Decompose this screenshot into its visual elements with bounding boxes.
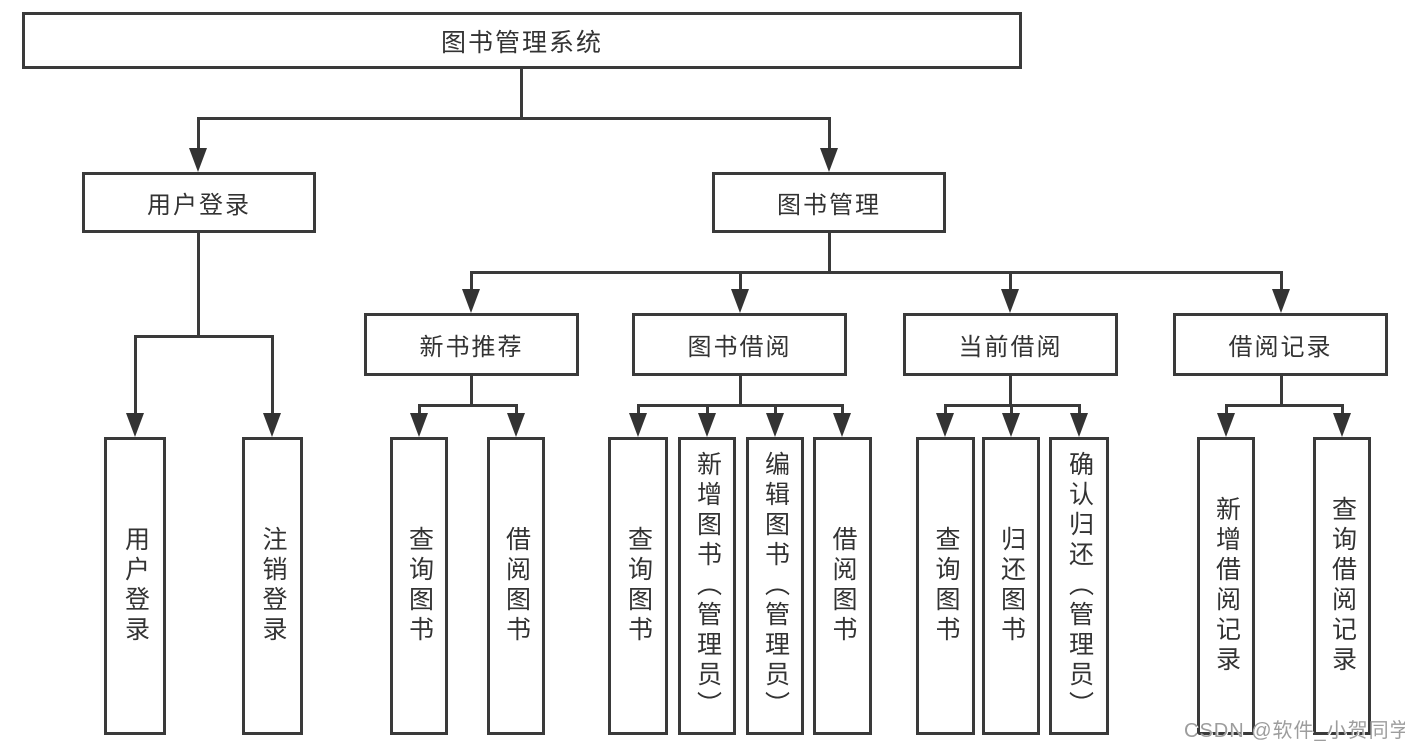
leaf-add-borrow-record: 新增借阅记录	[1197, 437, 1255, 735]
node-label: 图书管理	[777, 192, 881, 219]
connector-line	[197, 233, 200, 338]
leaf-edit-book-admin: 编辑图书（管理员）	[746, 437, 804, 735]
node-label: 新增借阅记录	[1212, 496, 1241, 676]
node-label: 查询图书	[405, 526, 434, 646]
node-new-book-recommendation: 新书推荐	[364, 313, 579, 376]
connector-line	[706, 404, 709, 415]
arrow-down-icon	[820, 148, 838, 172]
arrow-down-icon	[936, 413, 954, 437]
node-borrowing-records: 借阅记录	[1173, 313, 1388, 376]
leaf-logout-login: 注销登录	[242, 437, 303, 735]
connector-line	[1009, 271, 1012, 291]
node-label: 用户登录	[147, 192, 251, 219]
arrow-down-icon	[462, 289, 480, 313]
node-label: 新增图书（管理员）	[693, 451, 722, 721]
leaf-query-borrow-record: 查询借阅记录	[1313, 437, 1371, 735]
node-label: 编辑图书（管理员）	[761, 451, 790, 721]
connector-line	[1010, 404, 1013, 415]
connector-line	[1078, 404, 1081, 415]
connector-line	[470, 376, 473, 407]
node-label: 借阅图书	[829, 526, 857, 646]
node-label: 图书管理系统	[440, 28, 603, 57]
connector-line	[1280, 271, 1283, 291]
connector-line	[1341, 404, 1344, 415]
connector-line	[418, 404, 421, 415]
node-label: 注销登录	[259, 526, 287, 646]
leaf-borrow-books-recommend: 借阅图书	[487, 437, 545, 735]
connector-line	[1009, 376, 1012, 407]
arrow-down-icon	[629, 413, 647, 437]
arrow-down-icon	[1001, 289, 1019, 313]
arrow-down-icon	[1217, 413, 1235, 437]
arrow-down-icon	[507, 413, 525, 437]
connector-line	[197, 117, 200, 150]
leaf-user-login: 用户登录	[104, 437, 166, 735]
node-label: 当前借阅	[958, 334, 1063, 361]
connector-line	[944, 404, 947, 415]
connector-line	[520, 68, 523, 119]
arrow-down-icon	[1333, 413, 1351, 437]
arrow-down-icon	[1272, 289, 1290, 313]
connector-line	[134, 335, 137, 413]
connector-line	[739, 376, 742, 407]
connector-line	[739, 271, 742, 291]
connector-line	[637, 404, 844, 407]
connector-line	[418, 404, 518, 407]
connector-line	[134, 335, 274, 338]
node-label: 借阅图书	[502, 526, 531, 646]
node-label: 用户登录	[121, 526, 150, 646]
leaf-add-book-admin: 新增图书（管理员）	[678, 437, 736, 735]
connector-line	[271, 335, 274, 413]
arrow-down-icon	[766, 413, 784, 437]
node-label: 归还图书	[997, 526, 1026, 646]
node-label: 新书推荐	[419, 334, 524, 361]
watermark: CSDN @软件_小贺同学	[1184, 720, 1405, 742]
connector-line	[197, 117, 831, 120]
node-label: 确认归还（管理员）	[1065, 451, 1094, 721]
arrow-down-icon	[731, 289, 749, 313]
leaf-query-books-recommend: 查询图书	[390, 437, 448, 735]
arrow-down-icon	[263, 413, 281, 437]
node-book-borrowing: 图书借阅	[632, 313, 847, 376]
arrow-down-icon	[698, 413, 716, 437]
node-book-management: 图书管理	[712, 172, 946, 233]
node-label: 查询借阅记录	[1328, 496, 1357, 676]
node-label: 图书借阅	[687, 334, 792, 361]
arrow-down-icon	[126, 413, 144, 437]
arrow-down-icon	[833, 413, 851, 437]
arrow-down-icon	[1002, 413, 1020, 437]
node-current-borrowing: 当前借阅	[903, 313, 1118, 376]
connector-line	[774, 404, 777, 415]
node-label: 查询图书	[624, 526, 653, 646]
connector-line	[1225, 404, 1228, 415]
connector-line	[841, 404, 844, 415]
connector-line	[637, 404, 640, 415]
connector-line	[515, 404, 518, 415]
connector-line	[828, 233, 831, 274]
node-user-login: 用户登录	[82, 172, 316, 233]
node-label: 借阅记录	[1228, 334, 1333, 361]
arrow-down-icon	[189, 148, 207, 172]
node-library-management-system: 图书管理系统	[22, 12, 1022, 69]
connector-line	[470, 271, 1282, 274]
arrow-down-icon	[1070, 413, 1088, 437]
leaf-query-books-borrowing: 查询图书	[608, 437, 668, 735]
connector-line	[470, 271, 473, 291]
connector-line	[1225, 404, 1343, 407]
leaf-confirm-return-admin: 确认归还（管理员）	[1049, 437, 1109, 735]
node-label: 查询图书	[932, 526, 960, 646]
leaf-query-books-current: 查询图书	[916, 437, 975, 735]
leaf-return-books: 归还图书	[982, 437, 1040, 735]
arrow-down-icon	[410, 413, 428, 437]
leaf-borrow-books-borrowing: 借阅图书	[813, 437, 872, 735]
connector-line	[1280, 376, 1283, 407]
connector-line	[828, 117, 831, 150]
